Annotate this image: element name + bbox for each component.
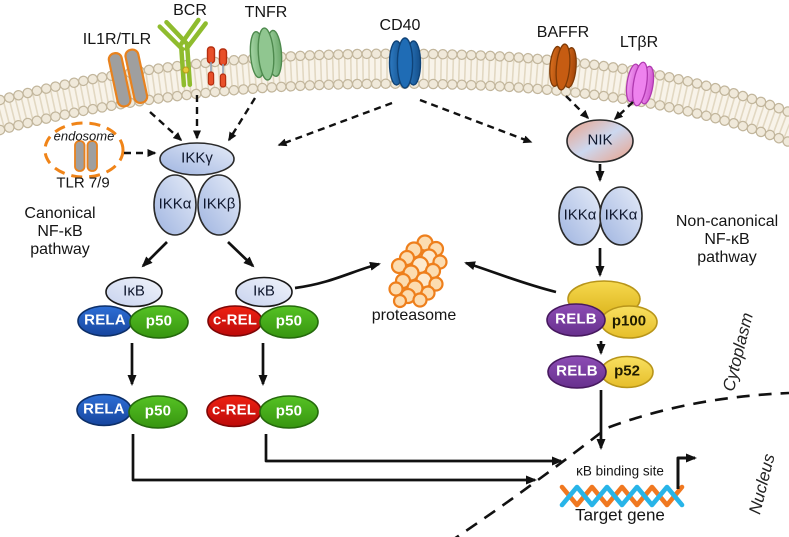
ikk-gamma-label: IKKγ — [181, 149, 213, 167]
ikk-beta-label: IKKβ — [202, 195, 236, 213]
relb-label-1: RELB — [555, 310, 597, 328]
bcr-label: BCR — [173, 2, 207, 20]
nuclear-envelope — [454, 391, 789, 537]
bcr-receptor — [157, 17, 208, 88]
crel-free-label: c-REL — [211, 401, 257, 419]
bcr-coreceptor-icons — [206, 46, 228, 88]
proteasome-label: proteasome — [371, 307, 457, 325]
ikka-ikka-complex — [558, 186, 643, 246]
proteasome-icon — [388, 234, 448, 309]
baffr-label: BAFFR — [536, 24, 590, 42]
ikb-left-label: IκB — [123, 282, 145, 300]
rela-p50-dimer — [76, 393, 188, 429]
p100-label: p100 — [611, 312, 647, 330]
rela-p50-ikb-complex — [77, 276, 189, 339]
process-arrows — [127, 164, 606, 485]
relb-p100-complex — [546, 280, 658, 339]
canonical-pathway-label: Canonical NF-κB pathway — [24, 205, 96, 258]
ltbr-label: LTβR — [619, 34, 659, 52]
kb-binding-site-label: κB binding site — [576, 463, 664, 479]
p50-label-3: p50 — [144, 402, 172, 420]
tlr79-label: TLR 7/9 — [56, 174, 110, 192]
relb-p52-dimer — [547, 355, 654, 389]
baffr-receptor — [549, 43, 577, 91]
cd40-label: CD40 — [379, 17, 421, 35]
nik-label: NIK — [587, 131, 613, 149]
transcription-start-arrow — [676, 453, 697, 489]
p52-label: p52 — [614, 362, 640, 380]
cd40-receptor — [388, 37, 422, 89]
tnfr-receptor — [249, 27, 283, 81]
p50-label-1: p50 — [145, 312, 173, 330]
il1r-tlr-receptor — [107, 48, 149, 108]
rela-free-label: RELA — [83, 400, 125, 418]
p50-label-2: p50 — [275, 312, 303, 330]
ikk-alpha2-right-label: IKKα — [604, 206, 638, 224]
relb-label-2: RELB — [556, 362, 598, 380]
ikb-right-label: IκB — [253, 282, 275, 300]
crel-p50-dimer — [206, 394, 319, 429]
tnfr-label: TNFR — [244, 4, 288, 22]
ltbr-receptor — [625, 61, 655, 107]
nik-node — [566, 119, 634, 163]
ikk-alpha-label: IKKα — [158, 195, 192, 213]
signal-arrows — [124, 95, 634, 157]
rela-label: RELA — [84, 311, 126, 329]
target-gene-label: Target gene — [575, 505, 665, 525]
crel-label: c-REL — [212, 311, 258, 329]
crel-p50-ikb-complex — [207, 276, 319, 339]
ikk-complex — [153, 142, 241, 236]
dna-helix — [559, 484, 685, 508]
ikk-alpha2-left-label: IKKα — [563, 206, 597, 224]
endosome-vesicle — [43, 121, 125, 179]
p50-label-4: p50 — [275, 402, 303, 420]
il1r-tlr-label: IL1R/TLR — [82, 31, 152, 49]
endosome-label: endosome — [53, 128, 115, 144]
noncanonical-pathway-label: Non-canonical NF-κB pathway — [675, 213, 779, 266]
